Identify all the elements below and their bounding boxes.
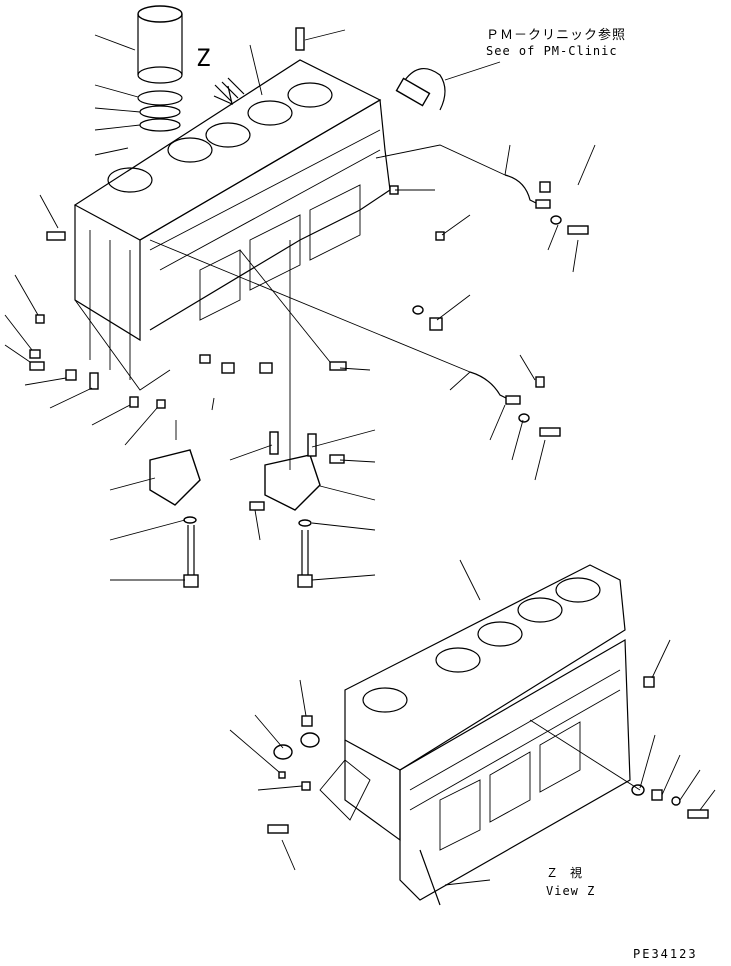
phantom-lines — [149, 144, 506, 470]
small-fasteners-lower — [267, 676, 709, 906]
leader-lines-lower — [229, 559, 716, 886]
cylinder-liner — [137, 5, 183, 132]
upper-cylinder-block — [73, 59, 391, 391]
view-marker-z: Z — [196, 44, 211, 72]
leader-lines-upper — [4, 29, 596, 581]
sensor-assembly — [395, 61, 501, 111]
main-bearing-cap-left — [149, 449, 201, 588]
small-fasteners-upper — [29, 27, 589, 511]
view-z-caption-en: View Z — [546, 884, 596, 898]
lower-cylinder-block-view-z — [319, 564, 631, 901]
wire-sensors — [469, 174, 551, 405]
main-bearing-cap-right — [264, 454, 321, 588]
view-z-arrow — [213, 77, 245, 106]
figure-code: PE34123 — [633, 947, 698, 961]
pm-clinic-note-en: See of PM-Clinic — [486, 44, 618, 58]
pm-clinic-note-jp: ＰＭ－クリニック参照 — [486, 28, 627, 43]
view-z-caption-jp: Ｚ 視 — [546, 866, 583, 880]
